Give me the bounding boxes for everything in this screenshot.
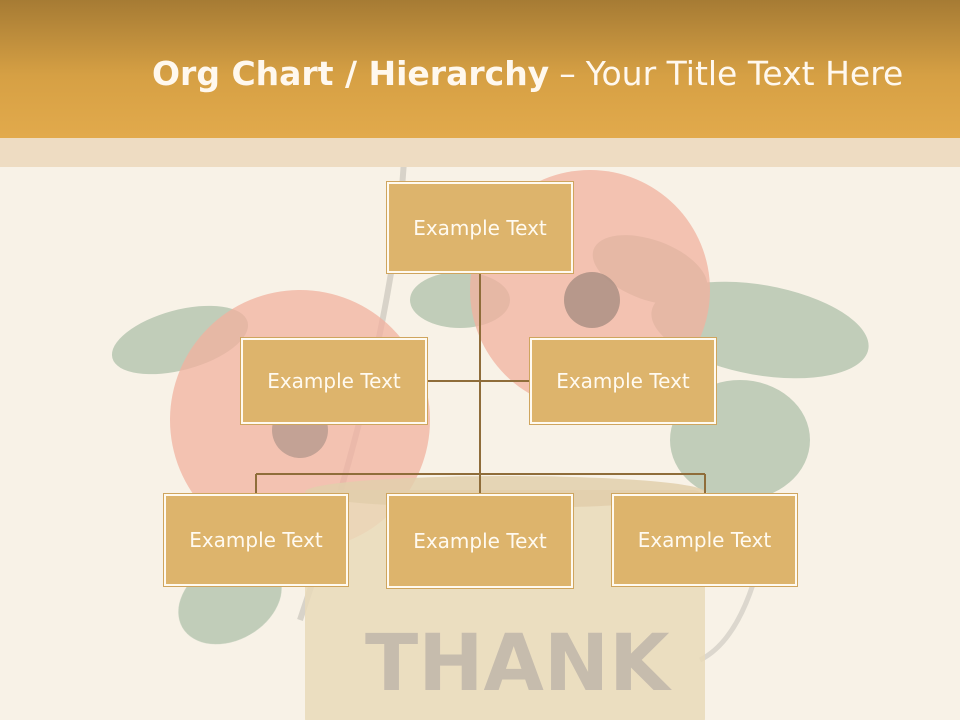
org-node-level1-left[interactable]: Example Text — [241, 338, 427, 424]
header-stripe — [0, 138, 960, 167]
title-bold: Org Chart / Hierarchy — [152, 54, 550, 93]
header-band — [0, 0, 960, 138]
org-node-level2-center[interactable]: Example Text — [387, 494, 573, 588]
title-rest: Your Title Text Here — [585, 54, 904, 93]
thank-text: THANK — [365, 619, 672, 709]
org-node-level2-left[interactable]: Example Text — [164, 494, 348, 586]
org-node-level2-right[interactable]: Example Text — [612, 494, 797, 586]
title-dash: – — [559, 54, 576, 93]
org-node-level1-right[interactable]: Example Text — [530, 338, 716, 424]
org-node-root[interactable]: Example Text — [387, 182, 573, 273]
slide-title: Org Chart / Hierarchy–Your Title Text He… — [152, 54, 903, 93]
